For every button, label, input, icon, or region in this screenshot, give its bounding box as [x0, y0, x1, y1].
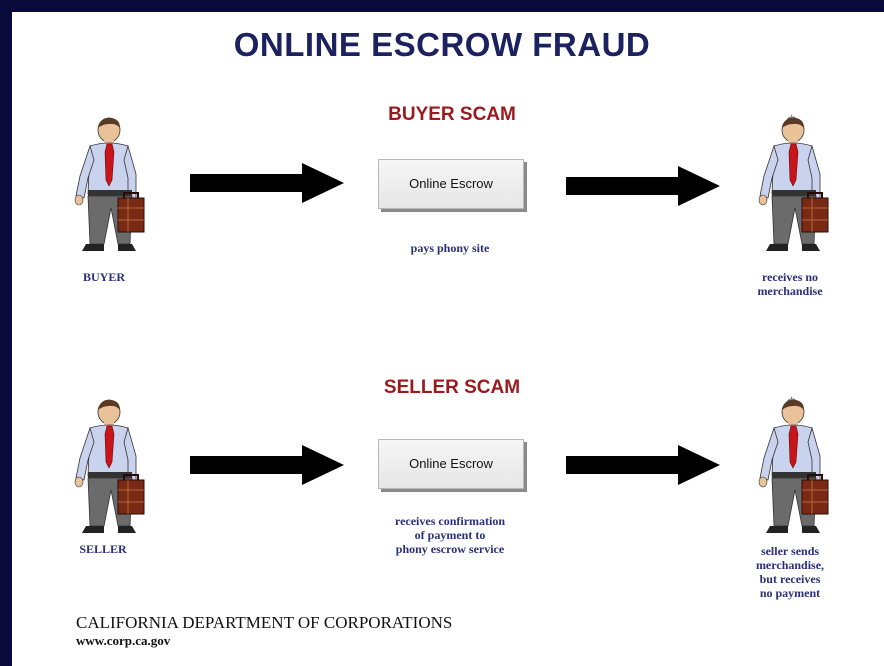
seller-person-icon — [74, 398, 145, 534]
buyer-middle-caption: pays phony site — [410, 241, 490, 255]
arrow-right-icon — [566, 166, 720, 206]
scammer-person-icon — [758, 116, 829, 253]
seller-middle-caption: receives confirmation of payment to phon… — [394, 514, 506, 556]
online-escrow-box: Online Escrow — [378, 159, 524, 209]
buyer-right-caption: receives no merchandise — [757, 270, 823, 298]
arrow-right-icon — [190, 163, 344, 203]
footer-website-link[interactable]: www.corp.ca.gov — [76, 633, 171, 648]
footer-organization: CALIFORNIA DEPARTMENT OF CORPORATIONS — [76, 613, 453, 632]
seller-scam-heading: SELLER SCAM — [383, 377, 521, 398]
seller-right-caption: seller sends merchandise, but receives n… — [755, 544, 825, 600]
scammer-person-icon — [758, 398, 829, 534]
buyer-label: BUYER — [82, 270, 125, 284]
seller-label: SELLER — [79, 542, 127, 556]
arrow-right-icon — [566, 445, 720, 485]
online-escrow-box: Online Escrow — [378, 439, 524, 489]
buyer-person-icon — [74, 116, 145, 253]
buyer-scam-heading: BUYER SCAM — [388, 104, 516, 125]
arrow-right-icon — [190, 445, 344, 485]
page-title: ONLINE ESCROW FRAUD — [233, 26, 651, 63]
